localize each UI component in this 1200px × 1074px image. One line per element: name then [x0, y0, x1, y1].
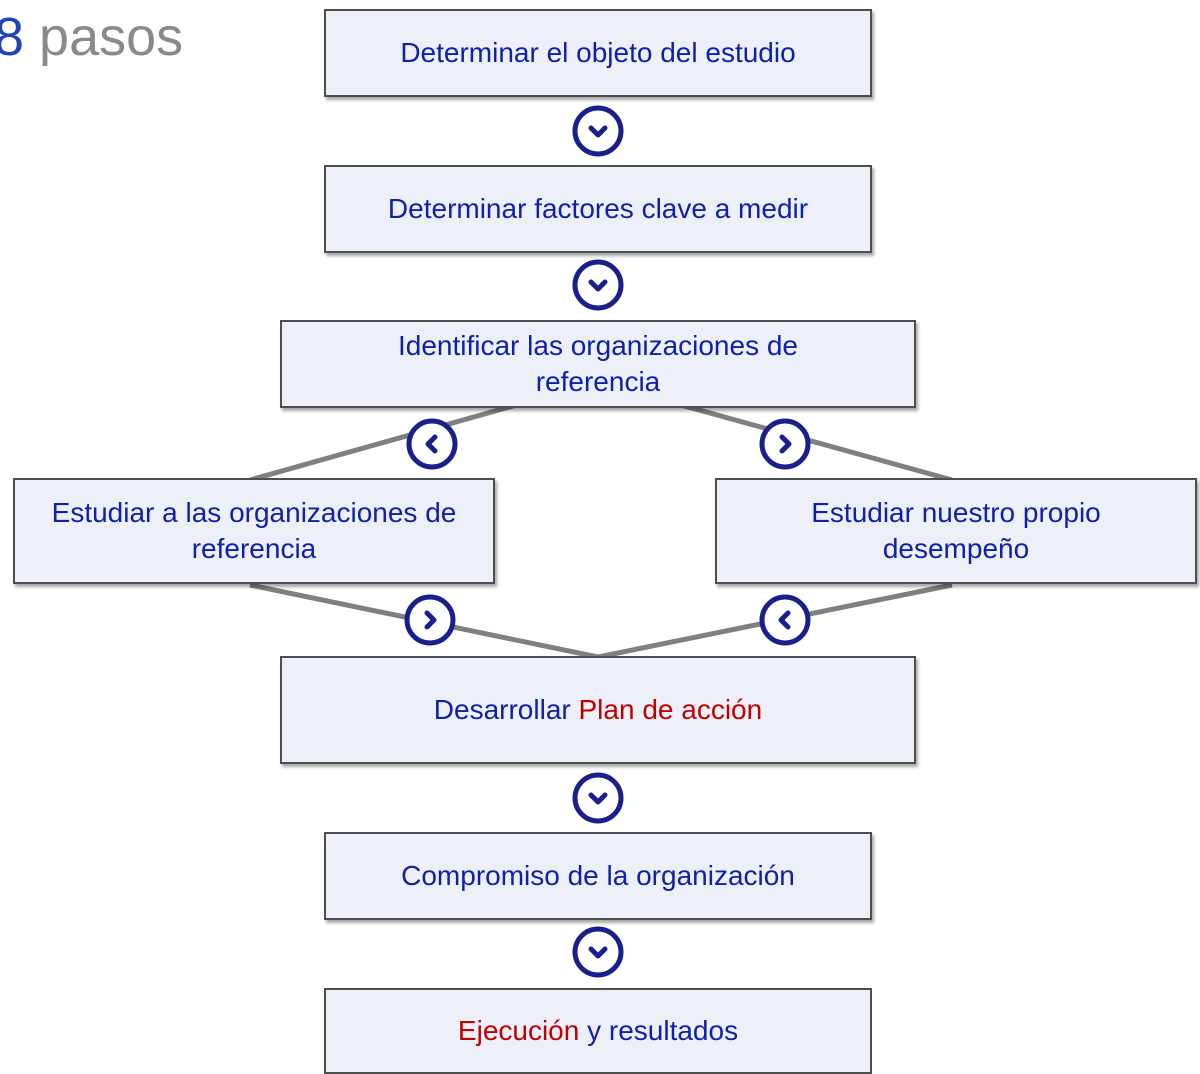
chevron-left-icon [759, 594, 811, 646]
step-label: Estudiar a las organizaciones de referen… [51, 497, 457, 564]
step-label-highlight: Ejecución [457, 1015, 580, 1046]
chevron-right-icon [404, 594, 456, 646]
step-estudiar-organizaciones: Estudiar a las organizaciones de referen… [13, 478, 495, 584]
title-number: 8 [0, 7, 25, 67]
page-title: 8 pasos [0, 2, 183, 72]
step-determinar-factores: Determinar factores clave a medir [324, 165, 872, 253]
step-plan-de-accion: Desarrollar Plan de acción [280, 656, 916, 764]
step-label-highlight: Plan de acción [578, 694, 763, 725]
step-determinar-objeto: Determinar el objeto del estudio [324, 9, 872, 97]
step-label: Determinar el objeto del estudio [400, 37, 796, 68]
chevron-down-icon [572, 259, 624, 311]
step-label: Estudiar nuestro propio desempeño [811, 497, 1101, 564]
step-label: Determinar factores clave a medir [387, 193, 809, 224]
step-label: Identificar las organizaciones de refere… [397, 330, 798, 397]
chevron-down-icon [572, 105, 624, 157]
step-label: Desarrollar Plan de acción [434, 692, 762, 728]
chevron-down-icon [572, 772, 624, 824]
step-identificar-organizaciones: Identificar las organizaciones de refere… [280, 320, 916, 408]
title-text: pasos [24, 7, 184, 67]
chevron-down-icon [572, 926, 624, 978]
step-label: Compromiso de la organización [401, 860, 795, 891]
step-ejecucion: Ejecución y resultados [324, 988, 872, 1074]
step-compromiso: Compromiso de la organización [324, 832, 872, 920]
step-label-plain: y resultados [579, 1015, 739, 1046]
chevron-right-icon [759, 418, 811, 470]
chevron-left-icon [406, 418, 458, 470]
step-estudiar-desempeno: Estudiar nuestro propio desempeño [715, 478, 1197, 584]
step-label: Ejecución y resultados [458, 1013, 738, 1049]
step-label-plain: Desarrollar [433, 694, 579, 725]
